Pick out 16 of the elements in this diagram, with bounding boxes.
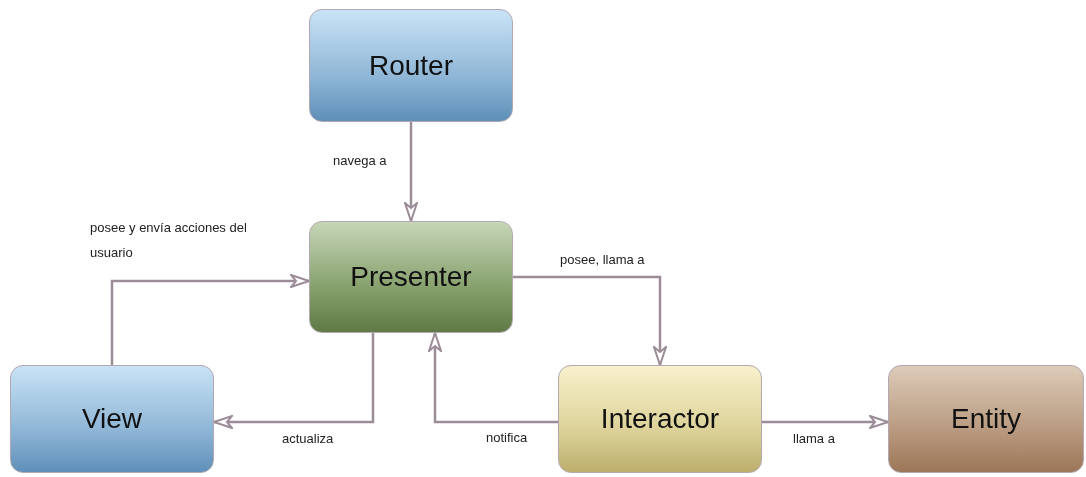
arrow <box>110 274 310 365</box>
process-box <box>558 365 762 473</box>
node-label: Presenter <box>350 261 472 293</box>
node-label: View <box>81 403 143 435</box>
arrow <box>428 332 558 424</box>
arrow <box>404 122 418 222</box>
arrow <box>513 275 667 366</box>
node-label: Interactor <box>600 403 720 435</box>
arrow <box>213 333 375 429</box>
process-box <box>888 365 1084 473</box>
process-box <box>309 9 513 122</box>
node-label: Entity <box>951 403 1021 435</box>
process-box <box>309 221 513 333</box>
node-label: Router <box>368 49 453 82</box>
arrow <box>762 415 889 429</box>
process-box <box>10 365 214 473</box>
